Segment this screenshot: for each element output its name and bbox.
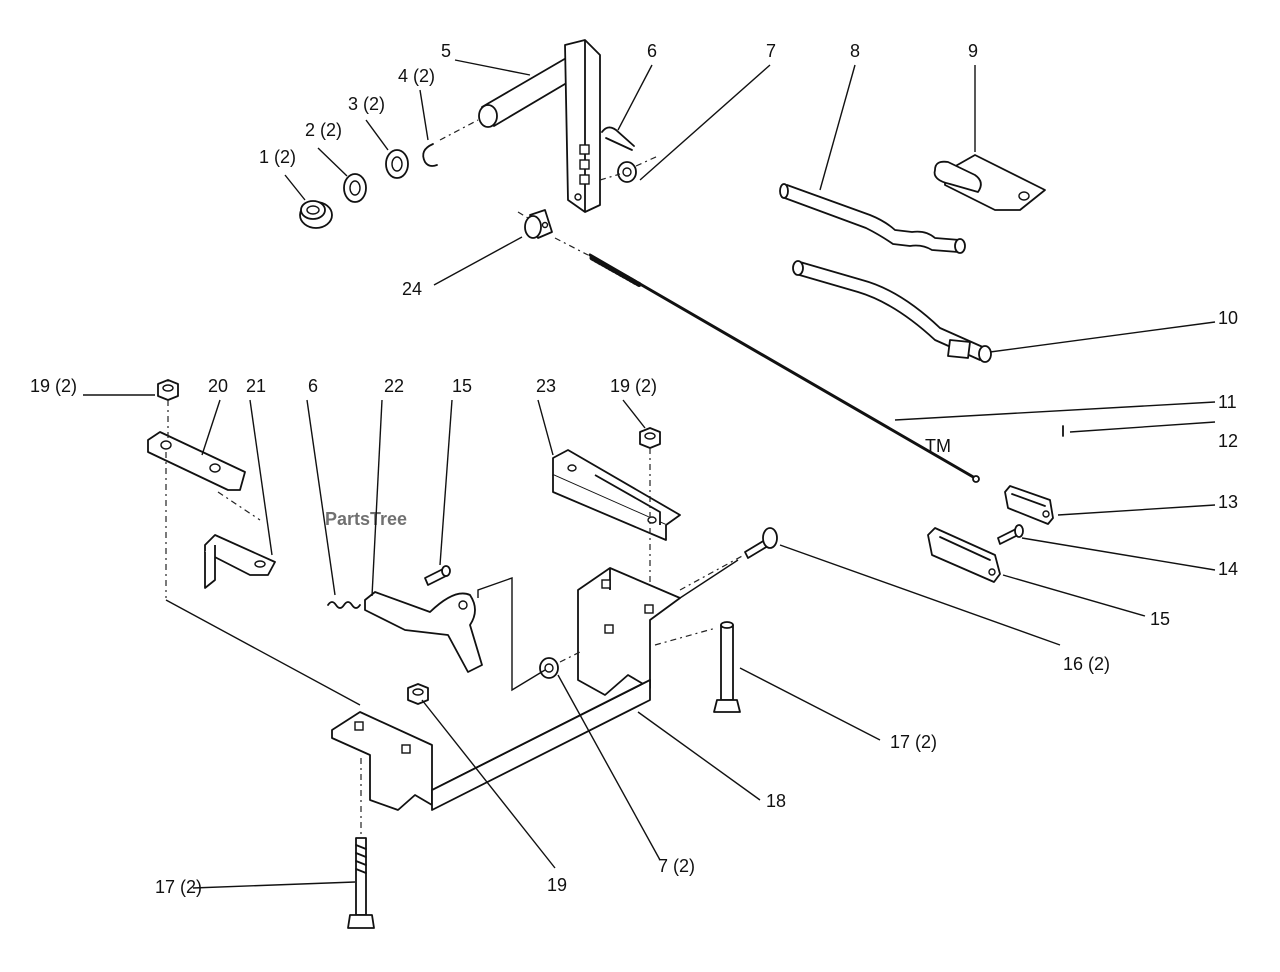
part-2-washer <box>343 173 367 203</box>
part-7-washer-top <box>599 155 659 183</box>
part-6-hairpin-top <box>601 126 635 151</box>
part-17-bolt-right <box>654 621 741 713</box>
callout-4: 4 (2) <box>398 66 435 86</box>
part-14-clevis-pin <box>997 524 1024 545</box>
part-11-rod <box>554 237 980 483</box>
part-19-nut-lower <box>407 683 429 705</box>
callout-21: 21 <box>246 376 266 396</box>
callout-7-top: 7 <box>766 41 776 61</box>
part-17-bolt-left <box>347 758 375 929</box>
callout-12: 12 <box>1218 431 1238 451</box>
callout-5: 5 <box>441 41 451 61</box>
part-lever-plate <box>564 39 601 213</box>
leader-lines <box>83 59 1216 889</box>
callout-11: 11 <box>1218 392 1237 412</box>
watermark-brand: PartsTree <box>325 509 407 529</box>
part-22-latch <box>364 591 483 673</box>
callout-17-right: 17 (2) <box>890 732 937 752</box>
callout-22: 22 <box>384 376 404 396</box>
watermark-trademark: TM <box>925 436 951 456</box>
callout-1: 1 (2) <box>259 147 296 167</box>
callout-9: 9 <box>968 41 978 61</box>
part-19-nut-top-left <box>157 379 179 401</box>
part-6-hairpin-left <box>327 601 361 609</box>
part-13-clevis <box>1004 485 1054 525</box>
part-4-clip <box>422 143 438 167</box>
part-10-tube <box>792 260 992 363</box>
callout-24: 24 <box>402 279 422 299</box>
callout-15-left: 15 <box>452 376 472 396</box>
callout-labels: 1 (2) 2 (2) 3 (2) 4 (2) 5 6 7 8 9 10 11 … <box>30 41 1238 897</box>
part-16-bolt <box>679 527 778 591</box>
callout-16: 16 (2) <box>1063 654 1110 674</box>
part-7-washer-lower <box>539 651 581 679</box>
callout-7-lower: 7 (2) <box>658 856 695 876</box>
part-21-bracket <box>204 491 276 589</box>
callout-2: 2 (2) <box>305 120 342 140</box>
part-1-bushing <box>299 200 333 229</box>
callout-3: 3 (2) <box>348 94 385 114</box>
part-24-swivel <box>517 209 553 239</box>
part-15-pin-left <box>424 565 451 586</box>
part-15-clevis-right <box>927 527 1001 583</box>
callout-19-lower: 19 <box>547 875 567 895</box>
part-23-channel <box>552 449 681 541</box>
part-8-tube <box>779 183 966 254</box>
callout-14: 14 <box>1218 559 1238 579</box>
callout-19-left: 19 (2) <box>30 376 77 396</box>
part-20-plate <box>147 400 246 598</box>
part-18-frame <box>331 567 681 811</box>
callout-18: 18 <box>766 791 786 811</box>
part-3-washer <box>385 149 409 179</box>
callout-23: 23 <box>536 376 556 396</box>
assembly-lines <box>165 559 739 706</box>
callout-6-top: 6 <box>647 41 657 61</box>
callout-10: 10 <box>1218 308 1238 328</box>
callout-19-top: 19 (2) <box>610 376 657 396</box>
callout-6-left: 6 <box>308 376 318 396</box>
part-9-bracket <box>933 154 1046 211</box>
callout-17-left: 17 (2) <box>155 877 202 897</box>
callout-13: 13 <box>1218 492 1238 512</box>
callout-20: 20 <box>208 376 228 396</box>
part-19-nut-top <box>639 427 661 610</box>
callout-15-right: 15 <box>1150 609 1170 629</box>
callout-8: 8 <box>850 41 860 61</box>
